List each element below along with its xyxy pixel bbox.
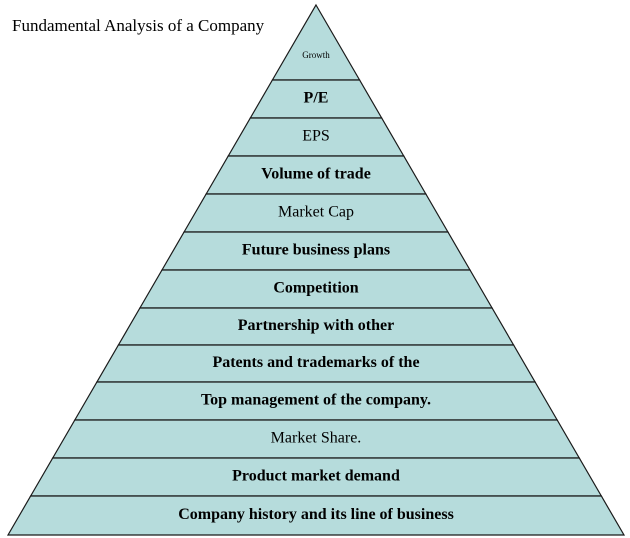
tier-label: Top management of the company.	[201, 392, 431, 409]
tier-label: EPS	[302, 128, 330, 145]
pyramid-tier	[6, 495, 626, 536]
tier-label: Future business plans	[242, 242, 390, 259]
diagram-title: Fundamental Analysis of a Company	[12, 16, 265, 35]
tier-label: P/E	[304, 90, 329, 107]
tier-label: Partnership with other	[238, 317, 394, 334]
tier-label: Market Share.	[271, 430, 362, 447]
tier-label: Patents and trademarks of the	[212, 354, 419, 371]
tier-label: Company history and its line of business	[178, 506, 454, 523]
tier-label: Product market demand	[232, 468, 400, 485]
tier-label: Market Cap	[278, 204, 354, 221]
tier-label: Growth	[302, 50, 330, 60]
tier-label: Competition	[273, 280, 358, 297]
pyramid-tier	[271, 3, 361, 81]
tier-label: Volume of trade	[261, 166, 371, 183]
